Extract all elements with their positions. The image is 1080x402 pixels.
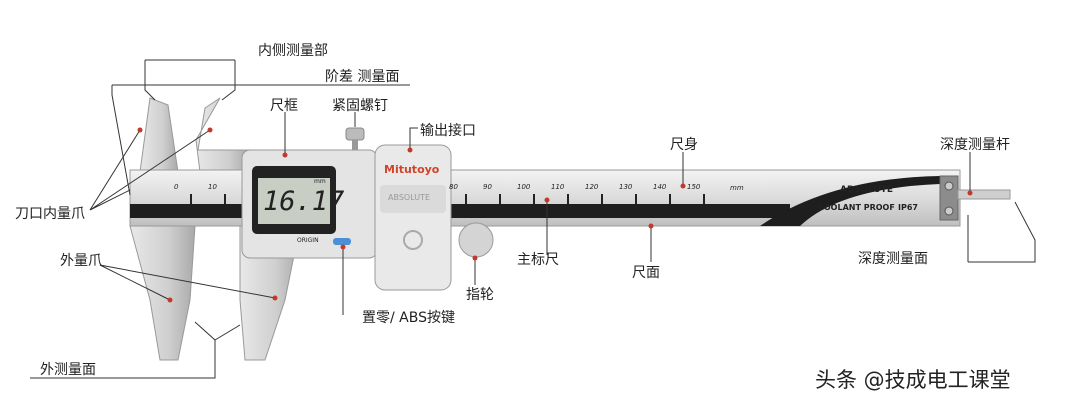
ip-rating: IP67 (898, 203, 918, 212)
fixed-outside-jaw (129, 225, 196, 361)
coolant-proof-text: COOLANT PROOF (818, 203, 895, 212)
label-outside-measuring-face: 外测量面 (40, 362, 96, 378)
scale-tick (465, 194, 467, 204)
end-screw (944, 181, 954, 191)
beam-dark-stripe (130, 204, 790, 218)
scale-tick (533, 194, 535, 204)
label-thumb-roller: 指轮 (466, 287, 494, 303)
electronics-housing (374, 144, 452, 291)
scale-tick (601, 194, 603, 204)
lcd-screen (258, 178, 330, 224)
abs-plate-text: ABSOLUTE (388, 193, 431, 202)
label-clamp-screw: 紧固螺钉 (332, 98, 388, 114)
scale-tick-label: 100 (517, 183, 531, 191)
scale-unit: mm (730, 184, 744, 192)
scale-tick-label: 130 (619, 183, 633, 191)
label-slider-frame: 尺框 (270, 98, 298, 114)
scale-tick (669, 194, 671, 204)
scale-tick (190, 194, 192, 204)
label-depth-rod: 深度测量杆 (940, 137, 1010, 153)
beam-swoosh (760, 176, 940, 226)
lcd-value: 16.17 (263, 186, 345, 217)
scale-tick (224, 194, 226, 204)
label-main-beam: 尺身 (670, 137, 698, 153)
label-inner-measuring-part: 内侧测量部 (258, 43, 328, 59)
watermark: 头条 @技成电工课堂 (815, 368, 1011, 392)
label-main-scale: 主标尺 (517, 252, 559, 268)
scale-tick-label: 150 (687, 183, 701, 191)
end-screw (944, 206, 954, 216)
callout-lines (30, 59, 1036, 379)
scale-tick-label: 0 (174, 183, 179, 191)
scale-tick-label: 90 (483, 183, 492, 191)
scale-tick-label: 110 (551, 183, 565, 191)
label-outside-jaw: 外量爪 (60, 253, 102, 269)
fixed-inner-jaw (139, 97, 179, 173)
thumb-roller[interactable] (458, 222, 494, 258)
label-knife-inside-jaw: 刀口内量爪 (15, 206, 85, 222)
origin-label: ORIGIN (297, 237, 319, 244)
scale-tick-label: 80 (449, 183, 458, 191)
scale-tick (703, 194, 705, 204)
label-output-port: 输出接口 (420, 123, 476, 139)
scale-tick-label: 140 (653, 183, 667, 191)
scale-tick (635, 194, 637, 204)
scale-tick-label: 120 (585, 183, 599, 191)
scale-tick (499, 194, 501, 204)
scale-tick-label: 10 (208, 183, 217, 191)
scale-tick (567, 194, 569, 204)
depth-rod (957, 189, 1011, 200)
label-depth-measuring-face: 深度测量面 (858, 251, 928, 267)
scale-ticks (190, 194, 705, 204)
clamp-screw-shaft (352, 140, 358, 150)
ip-badge (403, 230, 423, 250)
label-scale-face: 尺面 (632, 265, 660, 281)
label-step-measuring-face: 阶差 测量面 (325, 69, 400, 85)
origin-button[interactable] (333, 238, 351, 245)
brand-logo: Mitutoyo (384, 163, 440, 176)
absolute-logo: ABSOLUTE (840, 185, 893, 195)
label-zero-abs-button: 置零/ ABS按键 (362, 310, 455, 326)
abs-plate (380, 185, 446, 213)
lcd-unit: mm (314, 178, 326, 185)
callout-dots (137, 127, 973, 303)
clamp-screw[interactable] (345, 127, 365, 141)
